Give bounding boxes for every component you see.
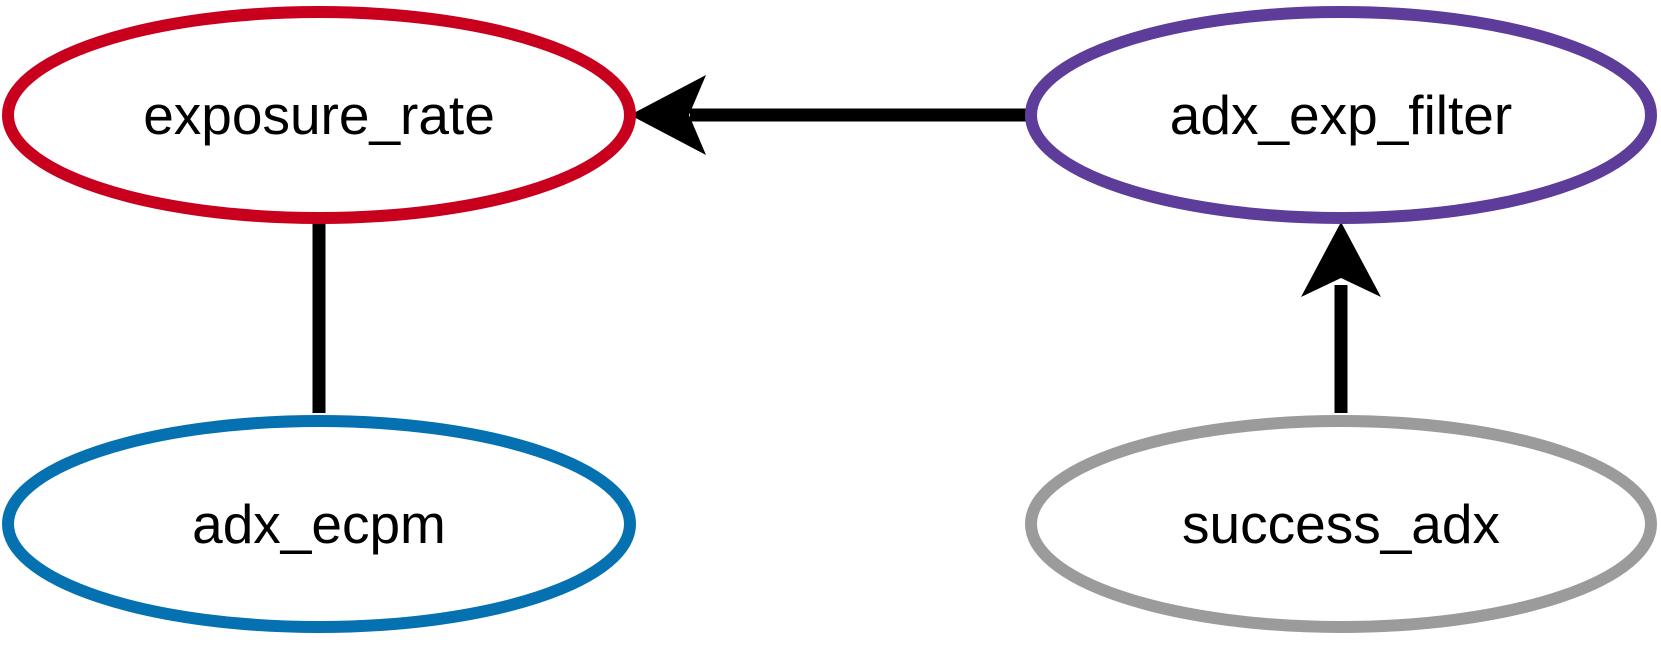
node-adx-ecpm-label: adx_ecpm (192, 493, 446, 555)
node-adx-exp-filter[interactable]: adx_exp_filter (1025, 6, 1657, 224)
node-success-adx-label: success_adx (1182, 493, 1500, 555)
node-adx-ecpm-ellipse (2, 415, 636, 633)
node-exposure-rate[interactable]: exposure_rate (2, 6, 636, 224)
arrowhead-exposure-rate (630, 75, 706, 155)
arrowhead-adx-exp-filter (1301, 222, 1381, 297)
node-exposure-rate-label: exposure_rate (143, 84, 495, 146)
node-exposure-rate-ellipse (2, 6, 636, 224)
node-success-adx-ellipse (1025, 415, 1657, 633)
node-adx-ecpm[interactable]: adx_ecpm (2, 415, 636, 633)
node-success-adx[interactable]: success_adx (1025, 415, 1657, 633)
node-adx-exp-filter-label: adx_exp_filter (1170, 84, 1512, 146)
node-adx-exp-filter-ellipse (1025, 6, 1657, 224)
